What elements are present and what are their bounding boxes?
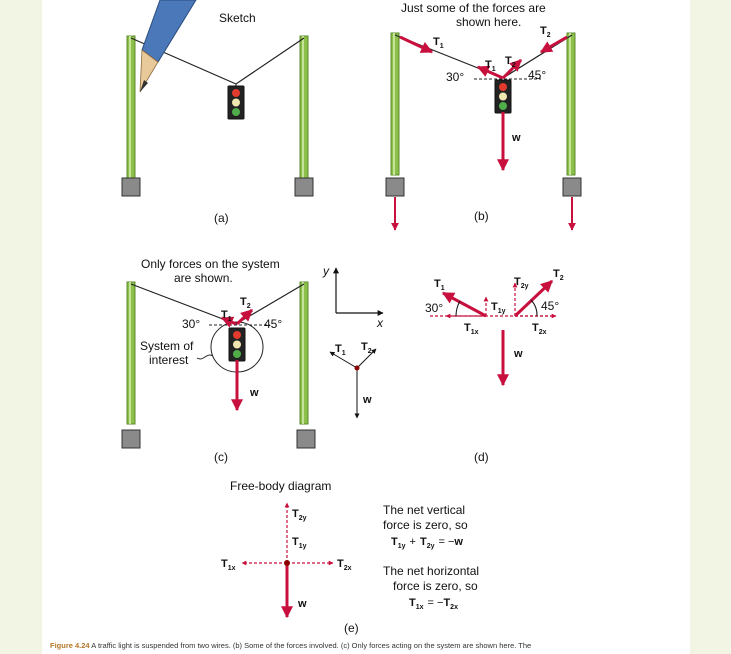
- system-of-interest-line1: System of: [140, 339, 194, 353]
- label-T1-small: T1: [335, 343, 346, 357]
- label-w-c: w: [249, 387, 259, 399]
- vertical-equation: T1y+T2y= −w: [391, 536, 463, 550]
- small-free-body: T1 T2 w: [329, 341, 377, 419]
- label-T1y-d: T1y: [491, 301, 506, 315]
- label-w-b: w: [511, 132, 521, 144]
- pencil-icon: [139, 0, 197, 93]
- axis-y-label: y: [322, 264, 330, 278]
- panel-d: T1 T2 T2y T1y T1x T2x 30° 45° w (d): [425, 268, 564, 464]
- label-T1x-d: T1x: [464, 322, 479, 336]
- label-T2-light: T2: [505, 55, 516, 69]
- label-T2y-d: T2y: [514, 276, 529, 290]
- panel-d-label: (d): [474, 450, 489, 464]
- angle-45-b: 45°: [528, 68, 546, 82]
- angle-30-b: 30°: [446, 70, 464, 84]
- panel-e-label: (e): [344, 621, 359, 635]
- angle-45-c: 45°: [264, 317, 282, 331]
- label-w-e: w: [297, 598, 307, 610]
- free-body-title: Free-body diagram: [230, 479, 331, 493]
- panel-a-label: (a): [214, 211, 229, 225]
- panel-b: Just some of the forces are shown here. …: [385, 1, 582, 231]
- vertical-note-line1: The net vertical: [383, 503, 465, 517]
- xy-axes: y x: [322, 264, 384, 330]
- label-T1-c: T1: [221, 309, 232, 323]
- panel-c-note-line2: are shown.: [174, 271, 233, 285]
- angle-30-d: 30°: [425, 301, 443, 315]
- panel-e: Free-body diagram T2y T1y T1x T2x w The …: [221, 479, 479, 635]
- label-T1x-e: T1x: [221, 558, 236, 572]
- panel-b-note-line1: Just some of the forces are: [401, 1, 546, 15]
- caption-text: A traffic light is suspended from two wi…: [89, 641, 532, 650]
- label-T2x-d: T2x: [532, 322, 547, 336]
- label-T1-wire: T1: [433, 36, 444, 50]
- label-T2-wire: T2: [540, 25, 551, 39]
- figure-number: Figure 4.24: [50, 641, 90, 650]
- label-T1y-e: T1y: [292, 536, 307, 550]
- label-T2-d: T2: [553, 268, 564, 282]
- horizontal-note-line1: The net horizontal: [383, 564, 479, 578]
- horizontal-equation: T1x= −T2x: [409, 597, 458, 611]
- angle-30-c: 30°: [182, 317, 200, 331]
- panel-b-note-line2: shown here.: [456, 15, 521, 29]
- panel-c-label: (c): [214, 450, 228, 464]
- label-T2x-e: T2x: [337, 558, 352, 572]
- panel-c-note-line1: Only forces on the system: [141, 257, 280, 271]
- vertical-note-line2: force is zero, so: [383, 518, 468, 532]
- figure-caption: Figure 4.24 A traffic light is suspended…: [50, 641, 690, 650]
- figure-panel: [42, 0, 690, 654]
- horizontal-note-line2: force is zero, so: [393, 579, 478, 593]
- label-T2-c: T2: [240, 296, 251, 310]
- label-T2-small: T2: [361, 341, 372, 355]
- panel-b-label: (b): [474, 209, 489, 223]
- label-w-d: w: [513, 348, 523, 360]
- sketch-title: Sketch: [219, 11, 256, 25]
- axis-x-label: x: [376, 316, 384, 330]
- label-T2y-e: T2y: [292, 508, 307, 522]
- label-T1-d: T1: [434, 278, 445, 292]
- panel-a: Sketch (a): [121, 0, 314, 225]
- panel-c: Only forces on the system are shown. T1 …: [121, 257, 384, 464]
- system-of-interest-line2: interest: [149, 353, 189, 367]
- angle-45-d: 45°: [541, 299, 559, 313]
- label-T1-light: T1: [485, 59, 496, 73]
- label-w-small: w: [362, 394, 372, 406]
